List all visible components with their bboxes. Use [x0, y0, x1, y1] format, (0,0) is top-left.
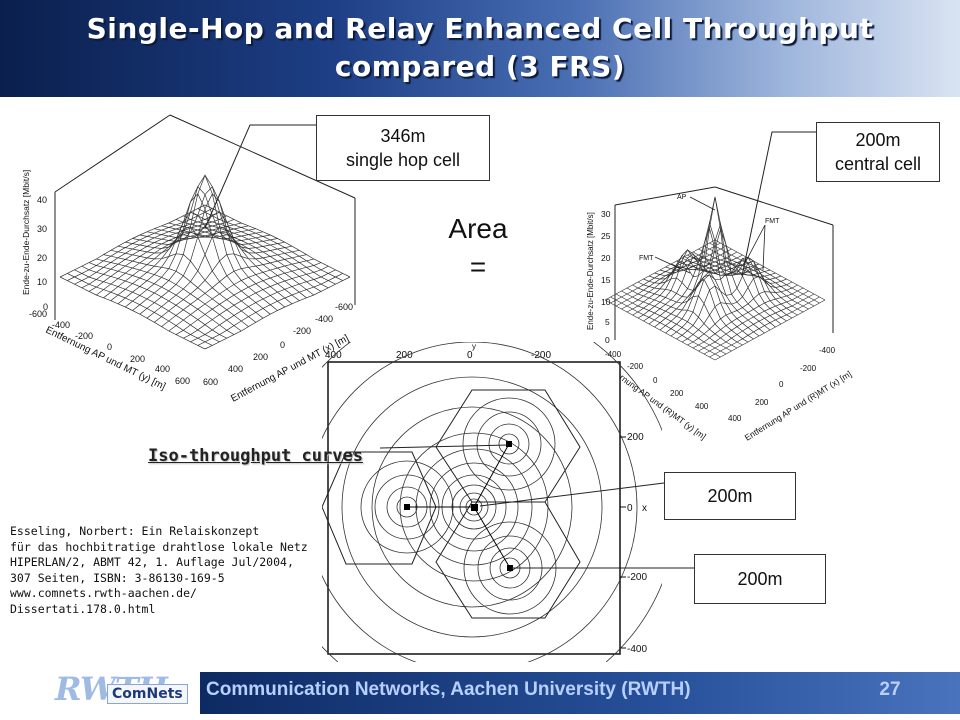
reference-line: für das hochbitratige drahtlose lokale N…	[10, 539, 308, 554]
left-z-tick: 0	[43, 302, 48, 312]
left-z-tick: 30	[37, 224, 47, 234]
slide-title-line2: compared (3 FRS)	[334, 50, 626, 83]
left-z-tick: 10	[37, 277, 47, 287]
relay-distance-b: 200m	[737, 569, 783, 589]
reference-line: www.comnets.rwth-aachen.de/	[10, 586, 197, 600]
left-x-tick: 200	[253, 352, 268, 362]
single-hop-3d-plot: 40 30 20 10 0 Ende-zu-Ende-Durchsatz [Mb…	[21, 114, 356, 405]
left-z-tick: 20	[37, 253, 47, 263]
reference-line: Esseling, Norbert: Ein Relaiskonzept	[10, 524, 260, 538]
central-cell-distance: 200m	[855, 130, 901, 150]
left-y-tick: 600	[175, 376, 190, 386]
right-x-tick: 200	[755, 398, 769, 407]
left-z-tick: 40	[37, 195, 47, 205]
left-x-ticks: 600 400 200 0 -200 -400 -600	[203, 302, 353, 387]
right-y-tick: 400	[695, 402, 709, 411]
contour-top-tick: -200	[531, 350, 551, 361]
right-y-tick: -400	[605, 350, 622, 359]
left-y-tick: -400	[52, 320, 70, 330]
right-x-tick: -400	[819, 346, 836, 355]
single-hop-caption: single hop cell	[345, 150, 461, 170]
contour-right-ticks: 200 0 x -200 -400	[620, 432, 647, 655]
relay-distance-a: 200m	[707, 486, 753, 506]
central-cell-caption: central cell	[834, 154, 922, 174]
fmt-label: FMT	[765, 218, 780, 225]
contour-right-tick: -200	[627, 572, 647, 583]
left-x-tick: -600	[335, 302, 353, 312]
relay-distance-callout: 200m	[694, 554, 826, 604]
left-x-tick: -400	[315, 314, 333, 324]
left-z-ticks: 40 30 20 10 0	[37, 195, 48, 312]
footer-bar	[200, 672, 960, 714]
logo-comnets-text: ComNets	[107, 684, 188, 704]
contour-top-ticks: 400 200 0 -200	[325, 350, 551, 361]
slide-title: Single-Hop and Relay Enhanced Cell Throu…	[20, 10, 940, 86]
left-y-tick: 400	[155, 364, 170, 374]
left-y-axis-label: Entfernung AP und MT (y) [m]	[44, 325, 168, 393]
right-z-tick: 15	[601, 275, 611, 285]
contour-right-tick: 200	[627, 432, 644, 443]
right-z-tick: 5	[605, 317, 610, 327]
contour-y-axis-label: y	[472, 342, 476, 351]
left-z-axis-label: Ende-zu-Ende-Durchsatz [Mbit/s]	[21, 170, 31, 295]
reference-citation: Esseling, Norbert: Ein Relaiskonzept für…	[10, 524, 320, 617]
left-x-tick: 400	[228, 364, 243, 374]
relay-distance-callout: 200m	[664, 472, 796, 520]
contour-x-axis-label: x	[642, 503, 647, 514]
reference-line: Dissertati.178.0.html	[10, 601, 156, 616]
right-y-ticks: -400 -200 0 200 400	[605, 350, 709, 411]
rwth-comnets-logo: RWTH ComNets	[55, 670, 205, 710]
right-z-tick: 10	[601, 297, 611, 307]
fmt-label: FMT	[639, 255, 654, 262]
equals-sign: =	[469, 251, 487, 282]
left-y-tick: 0	[107, 342, 112, 352]
right-z-tick: 25	[601, 231, 611, 241]
right-z-axis-label: Ende-zu-Ende-Durchsatz [Mbit/s]	[586, 212, 595, 330]
right-z-tick: 30	[601, 209, 611, 219]
footer-institution: Communication Networks, Aachen Universit…	[206, 679, 691, 700]
left-x-tick: 0	[280, 340, 285, 350]
page-number: 27	[879, 679, 901, 700]
reference-line: 307 Seiten, ISBN: 3-86130-169-5	[10, 570, 225, 585]
contour-top-tick: 200	[396, 350, 413, 361]
area-equals-text: Area =	[438, 210, 518, 286]
right-z-tick: 0	[605, 335, 610, 345]
left-y-tick: -200	[75, 331, 93, 341]
right-y-tick: 0	[653, 376, 658, 385]
left-x-tick: -200	[293, 326, 311, 336]
single-hop-distance: 346m	[380, 126, 426, 146]
contour-right-tick: 0	[627, 503, 633, 514]
reference-line: HIPERLAN/2, ABMT 42, 1. Auflage Jul/2004…	[10, 555, 294, 569]
single-hop-mesh	[59, 174, 351, 350]
right-y-tick: 200	[670, 389, 684, 398]
contour-right-tick: -400	[627, 644, 647, 655]
single-hop-callout: 346m single hop cell	[316, 115, 490, 181]
right-y-tick: -200	[627, 362, 644, 371]
title-bar	[0, 0, 960, 97]
right-x-tick: 400	[728, 414, 742, 423]
left-y-tick: -600	[29, 309, 47, 319]
right-x-ticks: 400 200 0 -200 -400	[728, 346, 836, 423]
left-x-tick: 600	[203, 377, 218, 387]
right-x-tick: -200	[800, 364, 817, 373]
right-z-tick: 20	[601, 253, 611, 263]
iso-throughput-contour-plot: 400 200 0 -200 y 200 0 x -200 -400	[322, 342, 662, 662]
contour-top-tick: 0	[467, 350, 473, 361]
slide-title-line1: Single-Hop and Relay Enhanced Cell Throu…	[86, 12, 874, 45]
relay-mesh	[604, 196, 826, 361]
area-word: Area	[448, 213, 508, 244]
left-y-ticks: -600 -400 -200 0 200 400 600	[29, 309, 190, 386]
ap-label: AP	[677, 194, 687, 201]
iso-throughput-label: Iso-throughput curves	[148, 446, 363, 466]
right-z-ticks: 30 25 20 15 10 5 0	[601, 209, 611, 345]
left-y-tick: 200	[130, 354, 145, 364]
central-cell-callout: 200m central cell	[816, 122, 940, 182]
right-x-tick: 0	[779, 380, 784, 389]
